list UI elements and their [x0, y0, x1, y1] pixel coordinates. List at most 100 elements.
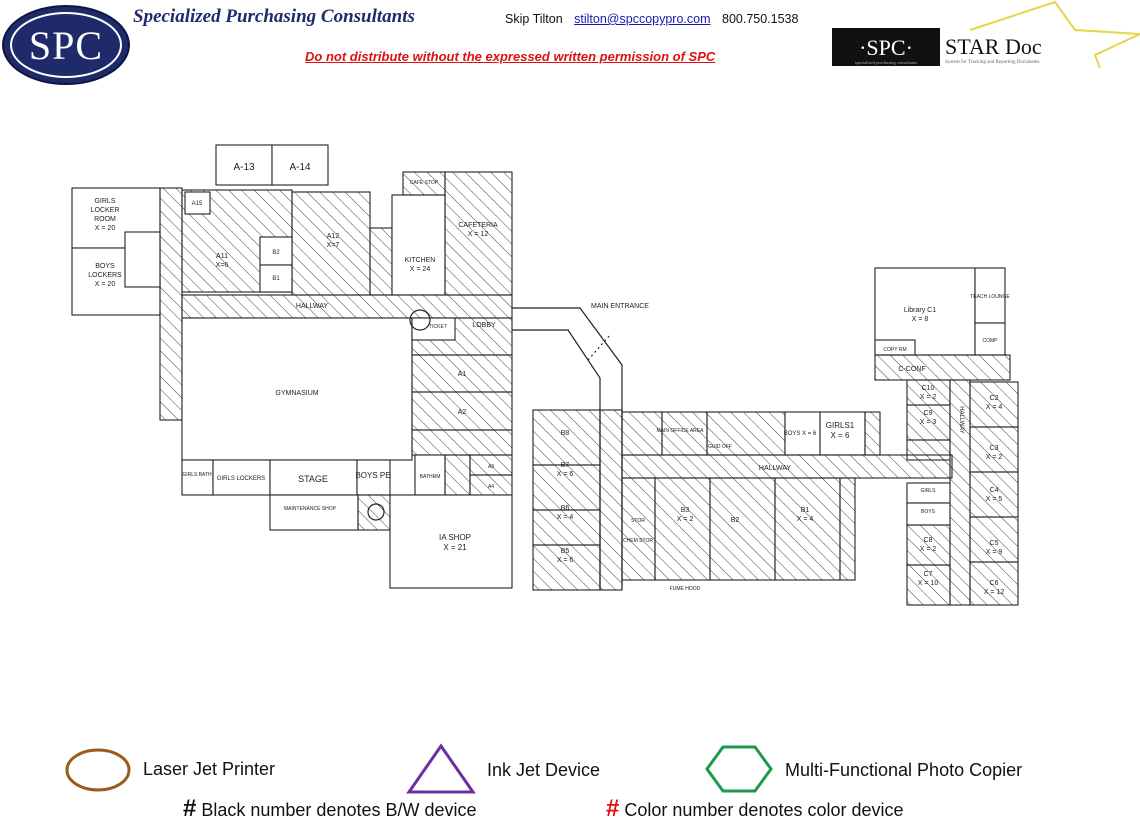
room-label-line: A11	[216, 253, 228, 260]
room-c5	[969, 516, 1019, 563]
room-b3	[654, 477, 711, 581]
color-note-text: Color number denotes color device	[624, 800, 904, 820]
room-main-office	[661, 411, 708, 456]
room-label-line: COMP	[983, 338, 999, 344]
room-c6	[969, 561, 1019, 606]
hallway-c-conf	[874, 354, 1011, 381]
legend-laser-label: Laser Jet Printer	[143, 759, 276, 779]
room-label-line: LOCKERS	[88, 272, 122, 279]
room-label-line: X = 21	[443, 543, 467, 552]
room-label-c3: C3 X = 2	[986, 445, 1003, 461]
room-label-boys-pe: BOYS PE	[355, 471, 390, 480]
room-label-line: C3	[990, 445, 999, 452]
room-c4	[969, 471, 1019, 518]
room-label-line: GIRLS1	[826, 421, 855, 430]
ink-jet-legend-icon	[406, 743, 476, 794]
room-kitchen	[391, 194, 446, 296]
room-label-main-entrance: MAIN ENTRANCE	[591, 303, 649, 310]
star-doc-logo: ·SPC· specialized purchasing consultants…	[832, 0, 1140, 69]
room-comp	[974, 322, 1006, 356]
contact-name: Skip Tilton	[505, 12, 563, 26]
room-label-c-conf: C-CONF	[898, 366, 925, 373]
star-outline	[969, 0, 1140, 69]
bw-note-text: Black number denotes B/W device	[201, 800, 477, 820]
room-label-line: X = 2	[920, 546, 937, 553]
room-label-line: LOBBY	[472, 322, 496, 329]
room-label-line: B1	[801, 507, 810, 514]
room-label-girls-bath: GIRLS BATH	[182, 472, 212, 478]
room-label-line: Library C1	[904, 307, 936, 314]
room-label-b8: B8	[561, 430, 570, 437]
room-label-line: HALLWAY	[296, 303, 328, 310]
room-label-line: GIRLS	[94, 198, 115, 205]
corridor-west	[159, 187, 183, 421]
room-girls-lockers	[212, 459, 271, 496]
room-guid-off	[706, 411, 786, 456]
color-note: # Color number denotes color device	[606, 795, 904, 823]
room-label-line: X = 2	[677, 516, 694, 523]
room-label-line: CAFE STOP	[410, 180, 439, 186]
room-label-line: X = 2	[986, 454, 1003, 461]
room-label-line: A2	[458, 409, 467, 416]
spc-black-box	[832, 28, 940, 66]
room-label-main-office: MAIN OFFICE AREA	[657, 428, 705, 434]
room-a15	[184, 191, 211, 215]
room-label-line: X=6	[216, 262, 229, 269]
room-c3	[969, 426, 1019, 473]
room-label-line: TICKET	[429, 324, 447, 330]
room-label-line: MAIN OFFICE AREA	[657, 428, 705, 434]
room-label-line: X = 4	[557, 514, 574, 521]
room-b1-small	[259, 264, 293, 293]
room-label-girls-c: GIRLS	[920, 488, 936, 494]
room-label-line: X = 6	[557, 557, 574, 564]
room-label-line: B8	[561, 430, 570, 437]
room-label-line: STOR	[631, 518, 645, 524]
room-cafeteria	[444, 171, 513, 296]
room-a1	[411, 354, 513, 393]
room-c2	[969, 381, 1019, 428]
room-closet	[124, 231, 161, 288]
room-label-line: HALLWAY	[958, 406, 964, 434]
room-maintenance	[269, 494, 359, 531]
room-label-a15: A15	[192, 201, 203, 207]
room-b8	[532, 409, 601, 466]
room-label-lobby: LOBBY	[472, 322, 496, 329]
room-label-line: GIRLS LOCKERS	[217, 476, 265, 482]
room-label-a3: A3	[488, 464, 494, 470]
room-teach-lounge	[974, 267, 1006, 324]
hallway-north	[181, 294, 513, 319]
room-b2-small	[259, 236, 293, 266]
room-ticket	[411, 317, 456, 341]
room-gymnasium	[181, 317, 413, 461]
entrance-doors	[587, 334, 611, 361]
room-label-line: C4	[990, 487, 999, 494]
room-c9	[906, 404, 951, 441]
room-label-line: X = 6	[831, 431, 850, 440]
room-label-line: C6	[990, 580, 999, 587]
room-a14	[271, 144, 329, 186]
room-boys	[784, 411, 821, 456]
room-label-line: A12	[327, 233, 340, 240]
room-label-b2: B2	[731, 517, 740, 524]
room-label-line: C5	[990, 540, 999, 547]
room-label-line: GYMNASIUM	[275, 390, 318, 397]
room-label-line: MAINTENANCE SHOP	[284, 506, 337, 512]
room-label-teach-lounge: TEACH LOUNGE	[970, 294, 1010, 300]
spc-logo-text: SPC	[10, 12, 122, 78]
room-ia-shop	[389, 494, 513, 589]
room-c10	[906, 379, 951, 406]
contact-email-link[interactable]: stilton@spccopypro.com	[574, 12, 711, 26]
room-label-line: LOCKER	[91, 207, 120, 214]
room-label-line: GIRLS	[920, 488, 936, 494]
room-label-line: KITCHEN	[405, 257, 436, 264]
room-label-line: C10	[922, 385, 935, 392]
room-label-cafe-stop: CAFE STOP	[410, 180, 439, 186]
room-label-a2: A2	[458, 409, 467, 416]
